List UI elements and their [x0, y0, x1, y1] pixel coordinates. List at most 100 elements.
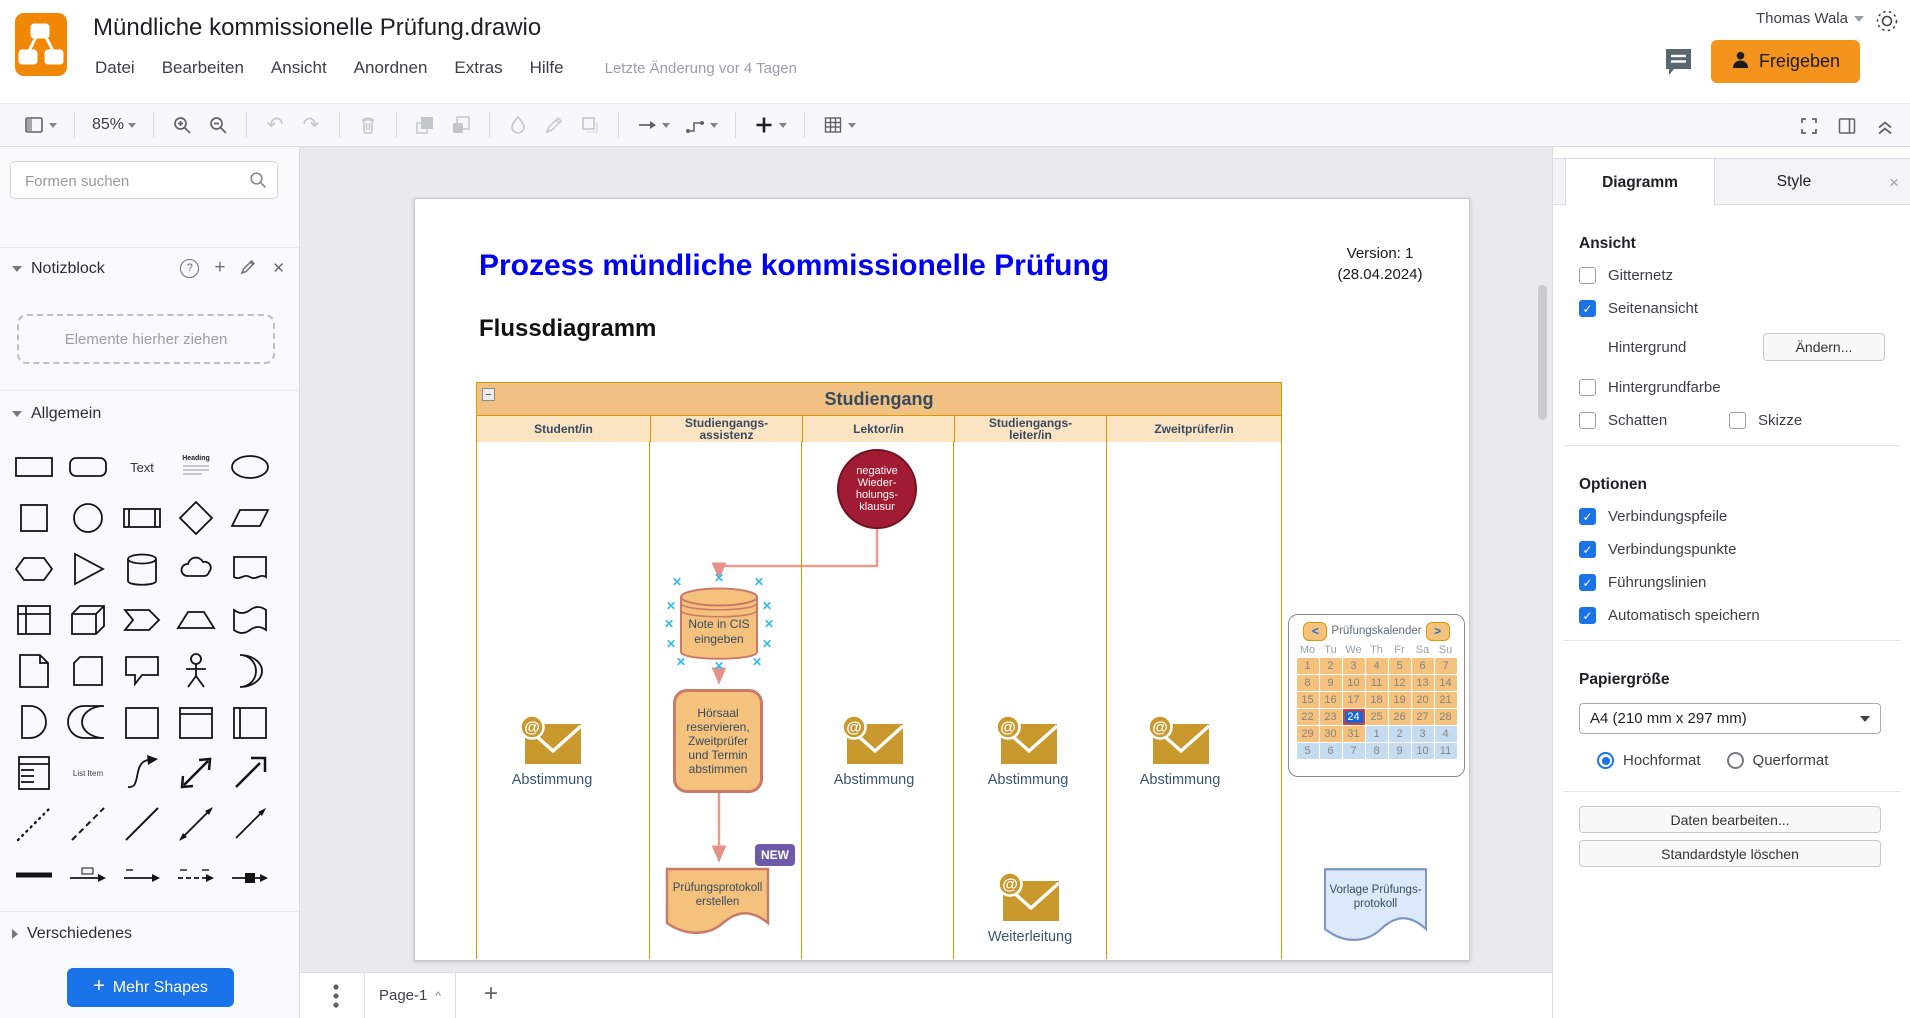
checkbox-seitenansicht[interactable]: ✓: [1579, 300, 1596, 317]
day-5[interactable]: 5: [1296, 743, 1319, 759]
selected-day-24[interactable]: 24: [1342, 709, 1365, 725]
day-1[interactable]: 1: [1365, 726, 1388, 742]
calendar-prev-button[interactable]: <: [1303, 621, 1328, 641]
shape-curve[interactable]: [115, 747, 169, 798]
day-16[interactable]: 16: [1319, 692, 1342, 708]
day-25[interactable]: 25: [1365, 709, 1388, 725]
shape-and[interactable]: [7, 696, 61, 747]
shape-cloud[interactable]: [169, 543, 223, 594]
shape-dashed-line[interactable]: [61, 798, 115, 849]
day-18[interactable]: 18: [1365, 692, 1388, 708]
shape-labeled-arrow[interactable]: [61, 849, 115, 900]
menu-extras[interactable]: Extras: [454, 58, 503, 77]
paper-size-select[interactable]: A4 (210 mm x 297 mm): [1579, 703, 1881, 734]
shape-triangle[interactable]: [61, 543, 115, 594]
drawing-canvas[interactable]: Prozess mündliche kommissionelle Prüfung…: [300, 147, 1552, 972]
shape-heading[interactable]: Heading: [169, 441, 223, 492]
day-10[interactable]: 10: [1411, 743, 1434, 759]
day-26[interactable]: 26: [1388, 709, 1411, 725]
add-page-button[interactable]: +: [478, 979, 504, 1009]
clear-default-style-button[interactable]: Standardstyle löschen: [1579, 840, 1881, 867]
lane-header-zweitpr-fer-in[interactable]: Zweitprüfer/in: [1106, 416, 1281, 442]
shape-node-arrow[interactable]: [223, 849, 277, 900]
notizblock-drop-area[interactable]: Elemente hierher ziehen: [17, 314, 275, 364]
day-7[interactable]: 7: [1342, 743, 1365, 759]
checkbox-hintergrundfarbe[interactable]: [1579, 379, 1596, 396]
collapse-expand-icon[interactable]: [1874, 115, 1896, 137]
menu-bearbeiten[interactable]: Bearbeiten: [161, 58, 244, 77]
day-3[interactable]: 3: [1411, 726, 1434, 742]
shape-callout[interactable]: [115, 645, 169, 696]
shape-rectangle[interactable]: [7, 441, 61, 492]
close-icon[interactable]: ✕: [272, 260, 285, 277]
checkbox-verbindungspfeile[interactable]: ✓: [1579, 508, 1596, 525]
menu-anordnen[interactable]: Anordnen: [353, 58, 428, 77]
shape-card[interactable]: [61, 645, 115, 696]
shape-container-title[interactable]: [169, 696, 223, 747]
shape-list-item[interactable]: List Item: [61, 747, 115, 798]
shape-vertical-container[interactable]: [223, 696, 277, 747]
shape-parallelogram[interactable]: [223, 492, 277, 543]
section-notizblock[interactable]: Notizblock: [12, 260, 105, 278]
day-17[interactable]: 17: [1342, 692, 1365, 708]
close-panel-icon[interactable]: ×: [1889, 173, 1899, 192]
view-outline-icon[interactable]: [23, 114, 57, 136]
new-badge[interactable]: NEW: [755, 844, 795, 866]
share-button[interactable]: Freigeben: [1710, 40, 1860, 83]
tab-page-1[interactable]: Page-1 ^: [364, 973, 456, 1018]
shape-circle[interactable]: [61, 492, 115, 543]
section-verschiedenes[interactable]: Verschiedenes: [12, 925, 132, 943]
shape-list[interactable]: [7, 747, 61, 798]
shape-diamond[interactable]: [169, 492, 223, 543]
day-22[interactable]: 22: [1296, 709, 1319, 725]
checkbox-f-hrungslinien[interactable]: ✓: [1579, 574, 1596, 591]
checkbox-schatten[interactable]: [1579, 412, 1596, 429]
zoom-out-icon[interactable]: [207, 114, 229, 136]
day-6[interactable]: 6: [1319, 743, 1342, 759]
day-5[interactable]: 5: [1388, 658, 1411, 674]
lane-header-student-in[interactable]: Student/in: [477, 416, 650, 442]
day-27[interactable]: 27: [1411, 709, 1434, 725]
shape-document[interactable]: [223, 543, 277, 594]
more-shapes-button[interactable]: + Mehr Shapes: [67, 968, 234, 1007]
diagram-subtitle[interactable]: Flussdiagramm: [479, 315, 657, 342]
email-abstimmung-1[interactable]: @Abstimmung: [492, 714, 612, 788]
shape-data-storage[interactable]: [61, 696, 115, 747]
day-19[interactable]: 19: [1388, 692, 1411, 708]
add-icon[interactable]: +: [214, 257, 226, 278]
edit-data-button[interactable]: Daten bearbeiten...: [1579, 806, 1881, 833]
waypoints-icon[interactable]: [684, 114, 719, 136]
lane-header-lektor-in[interactable]: Lektor/in: [802, 416, 954, 442]
day-9[interactable]: 9: [1319, 675, 1342, 691]
radio-hochformat[interactable]: Hochformat: [1597, 752, 1701, 769]
day-4[interactable]: 4: [1434, 726, 1457, 742]
day-8[interactable]: 8: [1296, 675, 1319, 691]
lane-header-studiengangs-assistenz[interactable]: Studiengangs-assistenz: [650, 416, 802, 442]
version-label[interactable]: Version: 1 (28.04.2024): [1305, 243, 1455, 285]
day-31[interactable]: 31: [1342, 726, 1365, 742]
change-background-button[interactable]: Ändern...: [1763, 333, 1885, 361]
checkbox-automatisch-speichern[interactable]: ✓: [1579, 607, 1596, 624]
zoom-in-icon[interactable]: [171, 114, 193, 136]
day-20[interactable]: 20: [1411, 692, 1434, 708]
shape-line[interactable]: [115, 798, 169, 849]
shape-trapezoid[interactable]: [169, 594, 223, 645]
pages-menu-icon[interactable]: [326, 982, 346, 1010]
shape-step[interactable]: [115, 594, 169, 645]
table-icon[interactable]: [822, 114, 857, 136]
shape-arrow[interactable]: [223, 747, 277, 798]
day-3[interactable]: 3: [1342, 658, 1365, 674]
day-12[interactable]: 12: [1388, 675, 1411, 691]
email-weiterleitung[interactable]: @Weiterleitung: [970, 871, 1090, 945]
day-11[interactable]: 11: [1434, 743, 1457, 759]
day-1[interactable]: 1: [1296, 658, 1319, 674]
search-input[interactable]: [23, 163, 242, 199]
tab-diagramm[interactable]: Diagramm: [1565, 158, 1715, 206]
node-vorlage-protokoll[interactable]: Vorlage Prüfungs-protokoll: [1323, 867, 1428, 949]
shape-cylinder[interactable]: [115, 543, 169, 594]
email-abstimmung-4[interactable]: @Abstimmung: [1120, 714, 1240, 788]
shape-internal-storage[interactable]: [7, 594, 61, 645]
diagram-title[interactable]: Prozess mündliche kommissionelle Prüfung: [479, 249, 1110, 282]
